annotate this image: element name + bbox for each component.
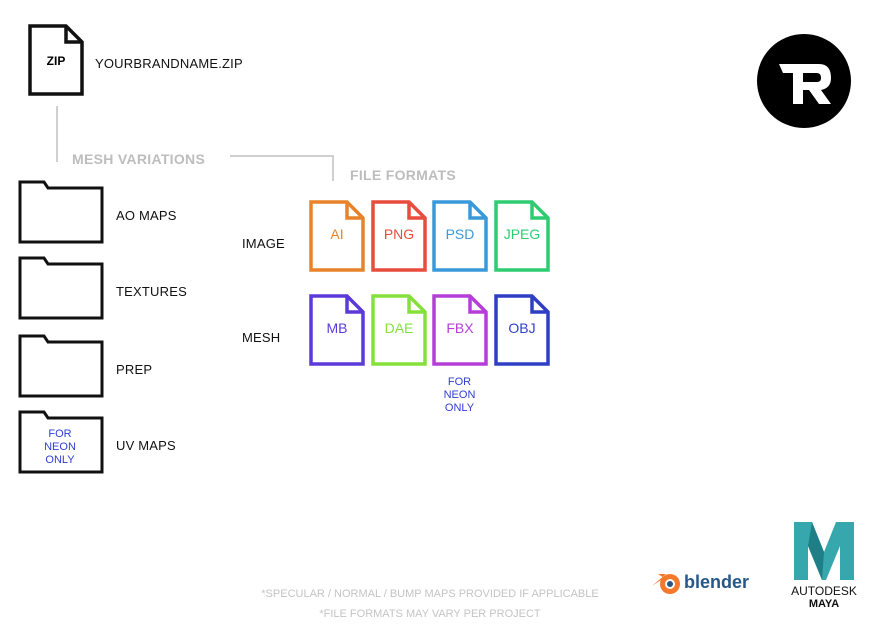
folder-icon [18,256,104,320]
format-label: PSD [445,226,475,242]
folder-label: AO MAPS [116,208,177,223]
row-label: MESH [242,330,281,345]
format-label: DAE [384,320,414,336]
format-label: OBJ [508,320,536,336]
row-label: IMAGE [242,236,285,251]
blender-icon [652,574,680,594]
maya-m-icon [794,522,854,580]
connector-line [332,155,334,181]
folder-icon [18,410,104,474]
format-label: FBX [446,320,474,336]
brand-logo [757,34,851,128]
connector-line [230,155,334,157]
zip-icon-label: ZIP [46,54,66,68]
format-label: AI [330,226,344,242]
blender-logo: blender [650,568,765,598]
zip-filename: YOURBRANDNAME.ZIP [95,56,243,71]
file-format-icon: MB [309,294,365,366]
zip-file-icon: ZIP [28,24,84,96]
folder-label: TEXTURES [116,284,187,299]
file-format-icon: JPEG [494,200,550,272]
mesh-variations-heading: MESH VARIATIONS [72,151,206,167]
folder-label: UV MAPS [116,438,176,453]
file-format-icon: DAE [371,294,427,366]
file-format-icon: FBX [432,294,488,366]
file-format-icon: AI [309,200,365,272]
file-formats-heading: FILE FORMATS [350,167,456,183]
file-format-icon: OBJ [494,294,550,366]
connector-line [56,106,58,162]
format-label: MB [326,320,348,336]
footnote-maps: *SPECULAR / NORMAL / BUMP MAPS PROVIDED … [261,588,599,600]
format-label: PNG [383,226,415,242]
folder-label: PREP [116,362,153,377]
file-format-icon: PSD [432,200,488,272]
file-format-icon: PNG [371,200,427,272]
format-label: JPEG [503,226,541,242]
footnote-formats: *FILE FORMATS MAY VARY PER PROJECT [319,608,541,620]
autodesk-maya-logo: AUTODESK MAYA [786,520,862,630]
folder-icon [18,180,104,244]
tr-logo-icon [779,64,831,104]
folder-icon [18,334,104,398]
